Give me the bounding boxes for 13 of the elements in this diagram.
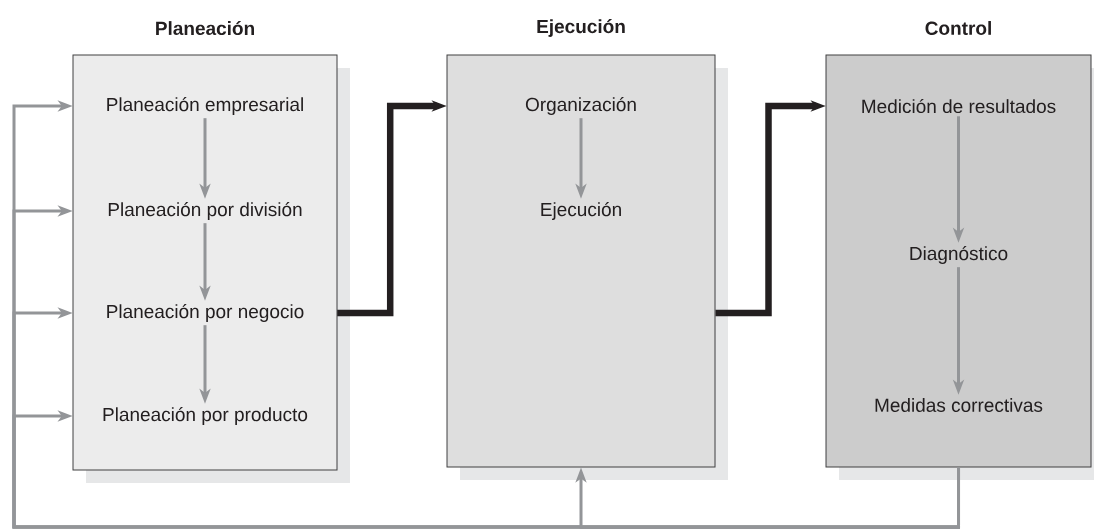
column-heading: Control (925, 21, 991, 35)
arrow (12, 410, 960, 529)
step-text: Organización (525, 97, 636, 115)
column-heading: Planeación (156, 20, 254, 36)
step-text: Planeación por división (108, 202, 302, 220)
step-text: Diagnóstico (910, 246, 1008, 264)
step-text: Planeación empresarial (107, 97, 303, 115)
step-text: Medición de resultados (862, 98, 1056, 114)
step-text: Planeación por producto (103, 407, 308, 425)
step-text: Medidas correctivas (875, 398, 1043, 412)
step-text: Planeación por negocio (107, 304, 304, 322)
column-heading: Ejecución (537, 19, 625, 37)
step-text: Ejecución (541, 202, 621, 220)
